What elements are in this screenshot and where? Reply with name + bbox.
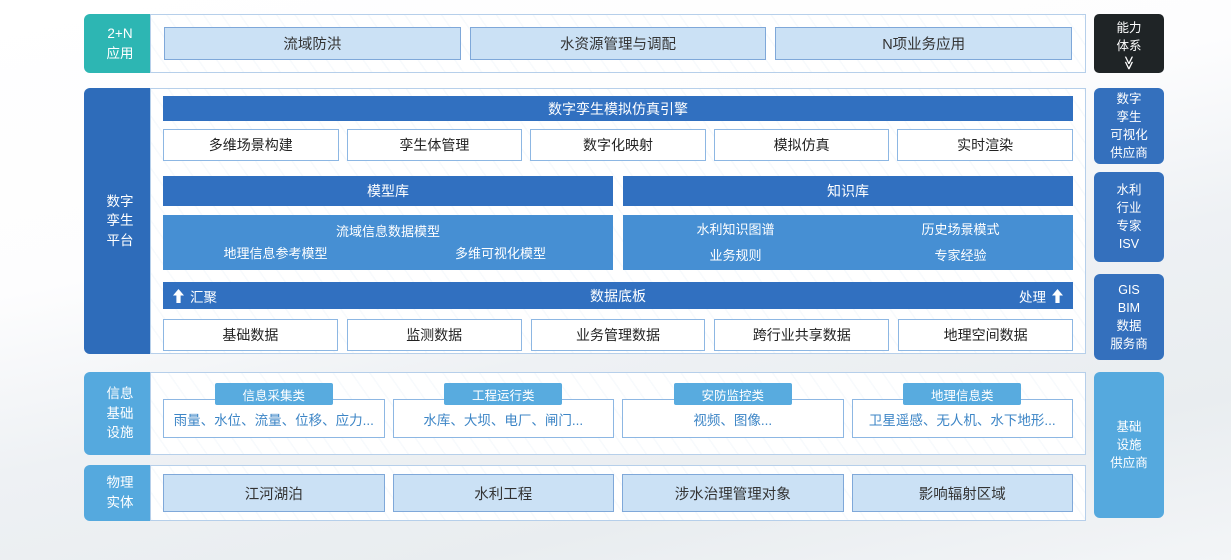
data-category: 基础数据 [163,319,338,351]
knowledge-library-item: 专家经验 [934,248,987,263]
model-library-header: 模型库 [163,176,613,206]
infra-tag: 安防监控类 [673,383,792,405]
model-library-item: 多维可视化模型 [454,246,546,261]
rail-label-digital-twin-platform: 数字 孪生 平台 [84,88,156,354]
engine-module: 实时渲染 [897,129,1073,161]
capability-system-badge: 能力 体系 ≫ [1094,14,1164,73]
knowledge-library-item: 业务规则 [709,248,762,263]
infra-tag: 地理信息类 [903,383,1022,405]
infra-group-project-operation: 工程运行类 水库、大坝、电厂、闸门... [392,373,614,454]
knowledge-library-column: 知识库 水利知识图谱 历史场景模式 业务规则 专家经验 [623,176,1073,270]
digital-twin-platform-panel: 数字孪生模拟仿真引擎 多维场景构建 孪生体管理 数字化映射 模拟仿真 实时渲染 … [150,88,1086,354]
model-library-item: 地理信息参考模型 [223,246,328,261]
rail-label-info-infrastructure: 信息 基础 设施 [84,372,156,455]
data-category: 业务管理数据 [530,319,706,351]
model-library-content: 流域信息数据模型 地理信息参考模型 多维可视化模型 [163,215,613,270]
engine-module: 孪生体管理 [346,129,523,161]
application-item-water-resources: 水资源管理与调配 [469,27,767,60]
engine-modules-row: 多维场景构建 孪生体管理 数字化映射 模拟仿真 实时渲染 [163,129,1073,161]
infra-description: 卫星遥感、无人机、水下地形... [851,399,1073,438]
physical-item-governance-objects: 涉水治理管理对象 [622,474,844,512]
engine-module: 数字化映射 [530,129,706,161]
infra-tag: 信息采集类 [214,383,333,405]
provider-infrastructure-supplier: 基础 设施 供应商 [1094,372,1164,518]
data-board-process: 处理 [991,286,1063,306]
double-chevron-down-icon: ≫ [1121,55,1137,71]
data-category: 跨行业共享数据 [714,319,890,351]
physical-item-impact-areas: 影响辐射区域 [851,474,1073,512]
application-item-flood-control: 流域防洪 [164,27,461,60]
infra-tag: 工程运行类 [444,383,563,405]
infra-description: 雨量、水位、流量、位移、应力... [163,399,385,438]
engine-module: 模拟仿真 [713,129,890,161]
infra-group-geographic-info: 地理信息类 卫星遥感、无人机、水下地形... [851,373,1073,454]
aggregate-label: 汇聚 [190,289,217,305]
infra-group-security-monitoring: 安防监控类 视频、图像... [622,373,844,454]
application-item-n-business: N项业务应用 [775,27,1073,60]
knowledge-library-header: 知识库 [623,176,1073,206]
data-board-title: 数据底板 [590,287,646,304]
physical-item-rivers-lakes: 江河湖泊 [163,474,385,512]
knowledge-library-content: 水利知识图谱 历史场景模式 业务规则 专家经验 [623,215,1073,270]
process-label: 处理 [1019,289,1046,305]
provider-digital-twin-visualization: 数字 孪生 可视化 供应商 [1094,88,1164,164]
infra-description: 视频、图像... [622,399,844,438]
infra-description: 水库、大坝、电厂、闸门... [392,399,614,438]
data-category: 地理空间数据 [898,319,1073,351]
up-arrow-icon [1052,288,1063,303]
data-category: 监测数据 [346,319,522,351]
data-board-bar: 汇聚 数据底板 处理 [163,282,1073,309]
model-library-column: 模型库 流域信息数据模型 地理信息参考模型 多维可视化模型 [163,176,613,270]
rail-label-2n-applications: 2+N 应用 [84,14,156,73]
info-infrastructure-panel: 信息采集类 雨量、水位、流量、位移、应力... 工程运行类 水库、大坝、电厂、闸… [150,372,1086,455]
libraries-row: 模型库 流域信息数据模型 地理信息参考模型 多维可视化模型 知识库 水利知识图谱… [163,176,1073,270]
provider-gis-bim-data-service: GIS BIM 数据 服务商 [1094,274,1164,360]
model-library-item: 流域信息数据模型 [335,224,440,239]
data-board-aggregate: 汇聚 [173,286,245,306]
up-arrow-icon [173,288,184,303]
physical-item-water-projects: 水利工程 [392,474,614,512]
rail-label-physical-entities: 物理 实体 [84,465,156,521]
applications-panel: 流域防洪 水资源管理与调配 N项业务应用 [150,14,1086,73]
provider-water-industry-expert-isv: 水利 行业 专家 ISV [1094,172,1164,262]
infra-group-info-collection: 信息采集类 雨量、水位、流量、位移、应力... [163,373,385,454]
simulation-engine-title-bar: 数字孪生模拟仿真引擎 [163,96,1073,121]
capability-system-label: 能力 体系 [1116,20,1142,53]
data-categories-row: 基础数据 监测数据 业务管理数据 跨行业共享数据 地理空间数据 [163,319,1073,351]
knowledge-library-item: 水利知识图谱 [696,222,775,237]
engine-module: 多维场景构建 [163,129,339,161]
physical-entities-panel: 江河湖泊 水利工程 涉水治理管理对象 影响辐射区域 [150,465,1086,521]
knowledge-library-item: 历史场景模式 [921,222,1000,237]
